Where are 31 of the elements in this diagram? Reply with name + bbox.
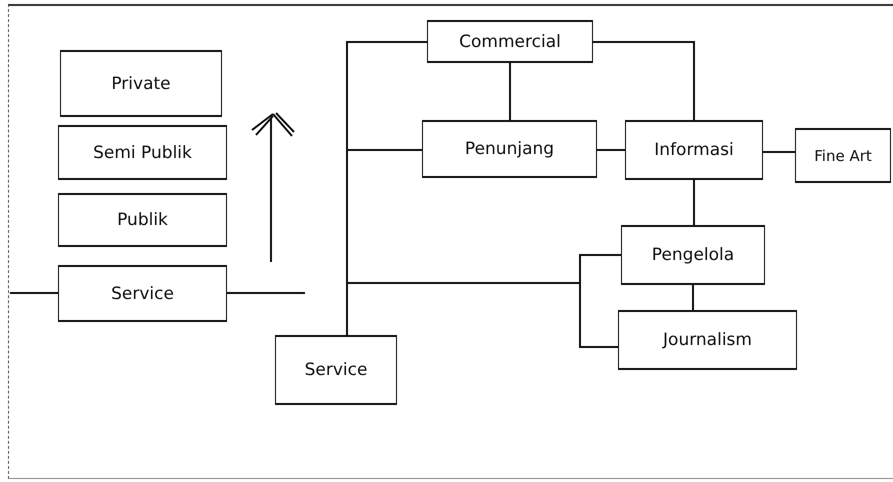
connector-line <box>346 282 618 348</box>
connector-line <box>509 63 511 120</box>
box-label: Pengelola <box>652 245 734 265</box>
connector-line <box>593 41 695 120</box>
box-label: Fine Art <box>814 146 872 164</box>
connector-line <box>597 149 625 151</box>
process-box <box>795 128 891 183</box>
box-label: Penunjang <box>464 139 554 159</box>
process-box <box>58 125 227 180</box>
box-label: Journalism <box>663 330 752 350</box>
box-label: Publik <box>117 210 168 230</box>
connector-line <box>10 292 58 294</box>
process-box <box>625 120 763 180</box>
process-box <box>58 265 227 322</box>
process-box <box>422 120 597 178</box>
process-box <box>618 310 797 370</box>
box-label: Informasi <box>654 140 734 160</box>
box-label: Semi Publik <box>93 142 192 162</box>
process-box <box>427 20 593 63</box>
connector-line <box>693 180 695 225</box>
connector-line <box>692 285 694 310</box>
process-box <box>60 50 222 117</box>
process-box <box>275 335 397 405</box>
box-label: Private <box>111 74 171 94</box>
box-label: Service <box>304 360 368 380</box>
connector-line <box>227 292 305 294</box>
connector-line <box>763 151 795 153</box>
box-label: Service <box>111 284 174 304</box>
process-box <box>58 193 227 247</box>
process-box <box>621 225 765 285</box>
box-label: Commercial <box>459 32 561 52</box>
